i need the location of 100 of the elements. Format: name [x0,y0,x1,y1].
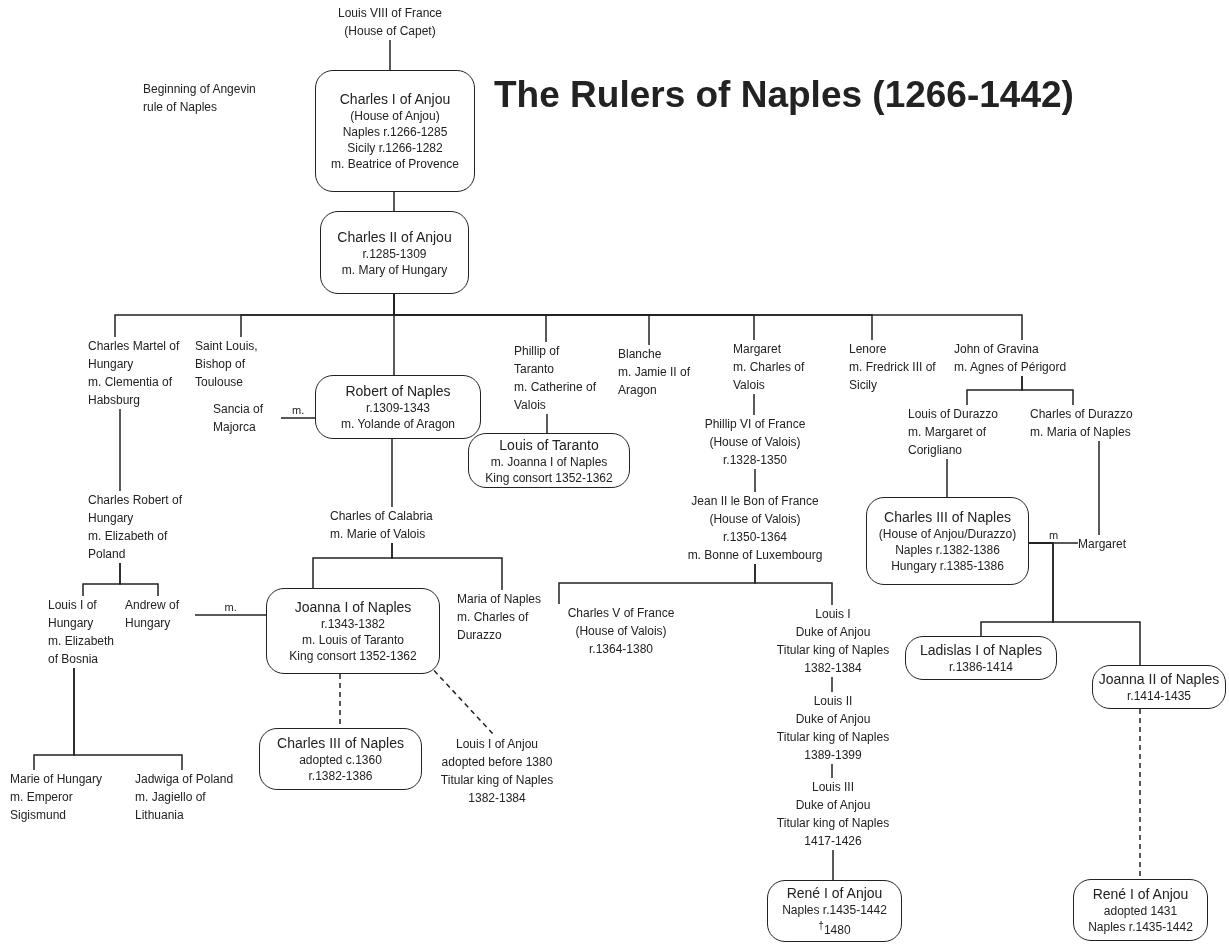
person-detail: r.1328-1350 [721,452,789,469]
person-detail: m. Jagiello of Lithuania [135,789,207,824]
descent-line [754,563,833,606]
person-box [259,728,422,790]
person-detail: m. Yolande of Aragon [340,416,456,432]
person-detail: King consort 1352-1362 [485,469,613,486]
person-detail: King consort 1352-1362 [289,648,417,664]
person-name: Andrew of Hungary [125,597,181,632]
person-name: Louis II [812,693,854,710]
descent-line [546,413,548,434]
person-detail: r.1386-1414 [948,659,1014,675]
descent-line [832,849,834,881]
person-detail: 1389-1399 [803,747,863,764]
person-detail: m. Clementia of Habsburg [88,374,174,409]
person-name: Sancia of Majorca [213,401,265,436]
person-detail: m. Louis of Taranto [302,632,404,648]
diagram-title: The Rulers of Naples (1266-1442) [494,74,1074,116]
person-detail: m. Margaret of Corigliano [908,424,988,459]
person-detail: m. Marie of Valois [330,526,427,543]
person-name: Blanche [618,346,663,363]
person-box [767,880,902,942]
person-detail: adopted 1431 [1103,903,1178,919]
descent-line [1028,542,1141,666]
person-detail: 1417-1426 [803,833,863,850]
person-detail: m. Bonne of Luxembourg [686,547,824,564]
person-name: Charles I of Anjou [339,90,451,108]
descent-line [754,468,756,493]
person-name: René I of Anjou [1092,885,1189,903]
person-box [266,588,440,674]
descent-line [1021,375,1074,406]
person-detail: adopted c.1360 [299,752,382,768]
person-name: Charles III of Naples [277,734,404,752]
person-detail: m. Elizabeth of Bosnia [48,633,116,668]
person-name: Maria of Naples [457,591,543,608]
person-name: Louis III [811,779,855,796]
person-name: Phillip VI of France [703,416,807,433]
person-box [320,211,469,294]
person-detail: Sicily r.1266-1282 [347,140,443,156]
person-detail: m. Beatrice of Provence [330,156,460,172]
person-detail: Hungary r.1385-1386 [891,558,1004,574]
descent-line [831,676,833,693]
person-name: Jean II le Bon of France [690,493,820,510]
descent-line [946,458,948,498]
person-detail: (House of Capet) [343,23,437,40]
person-box [315,375,481,439]
person-name: Louis of Durazzo [908,406,1000,423]
person-name: Robert of Naples [345,382,451,400]
person-name: Charles III of Naples [884,508,1011,526]
person-detail: r.1285-1309 [362,245,427,262]
person-detail: m. Joanna I of Naples [490,453,608,470]
person-detail: $^{†}$1480 [818,919,851,938]
person-detail: Duke of Anjou [794,797,872,814]
note-text: Beginning of Angevin rule of Naples [143,81,257,116]
person-name: Marie of Hungary [10,771,104,788]
person-detail: 1382-1384 [803,660,863,677]
person-name: Margaret [1078,536,1128,553]
person-name: Charles of Durazzo [1030,406,1134,423]
person-name: Joanna II of Naples [1098,670,1220,688]
descent-line [831,763,833,779]
person-name: Ladislas I of Naples [919,641,1043,659]
person-detail: (House of Anjou) [350,108,440,124]
person-box [468,433,630,488]
person-name: Louis VIII of France [336,5,444,22]
person-name: John of Gravina [954,341,1040,358]
person-detail: r.1343-1382 [320,616,386,632]
person-detail: m. Catherine of Valois [514,379,598,414]
person-detail: Duke of Anjou [794,711,872,728]
person-detail: Naples r.1266-1285 [342,124,448,140]
person-detail: m. Emperor Sigismund [10,789,74,824]
person-detail: (House of Valois) [574,623,668,640]
person-detail: Titular king of Naples [439,772,555,789]
person-box [1073,879,1208,941]
person-name: Jadwiga of Poland [135,771,235,788]
person-name: Saint Louis, Bishop of Toulouse [195,338,259,391]
person-detail: Naples r.1435-1442 [782,902,887,918]
person-box [1092,665,1226,709]
person-box [905,636,1057,680]
descent-line [753,393,755,416]
person-detail: r.1414-1435 [1126,688,1192,704]
descent-line [73,667,183,771]
person-detail: m. Elizabeth of Poland [88,528,169,563]
person-name: Margaret [733,341,783,358]
marriage-line [194,614,267,616]
person-detail: r.1350-1364 [721,529,789,546]
person-name: Charles V of France [566,605,676,622]
person-detail: m. Charles of Valois [733,359,806,394]
descent-line [391,438,393,508]
person-detail: r.1309-1343 [365,400,431,416]
person-detail: adopted before 1380 [440,754,554,771]
person-detail: m. Charles of Durazzo [457,609,530,644]
descent-line [119,562,159,597]
person-detail: m. Jamie II of Aragon [618,364,692,399]
person-detail: (House of Valois) [708,434,802,451]
person-name: Charles of Calabria [330,508,434,525]
descent-line [119,408,121,492]
person-name: Louis I of Anjou [454,736,540,753]
person-detail: r.1382-1386 [308,768,373,784]
person-detail: (House of Anjou/Durazzo) [878,526,1017,542]
person-box [315,70,475,192]
person-name: Charles II of Anjou [337,227,452,246]
